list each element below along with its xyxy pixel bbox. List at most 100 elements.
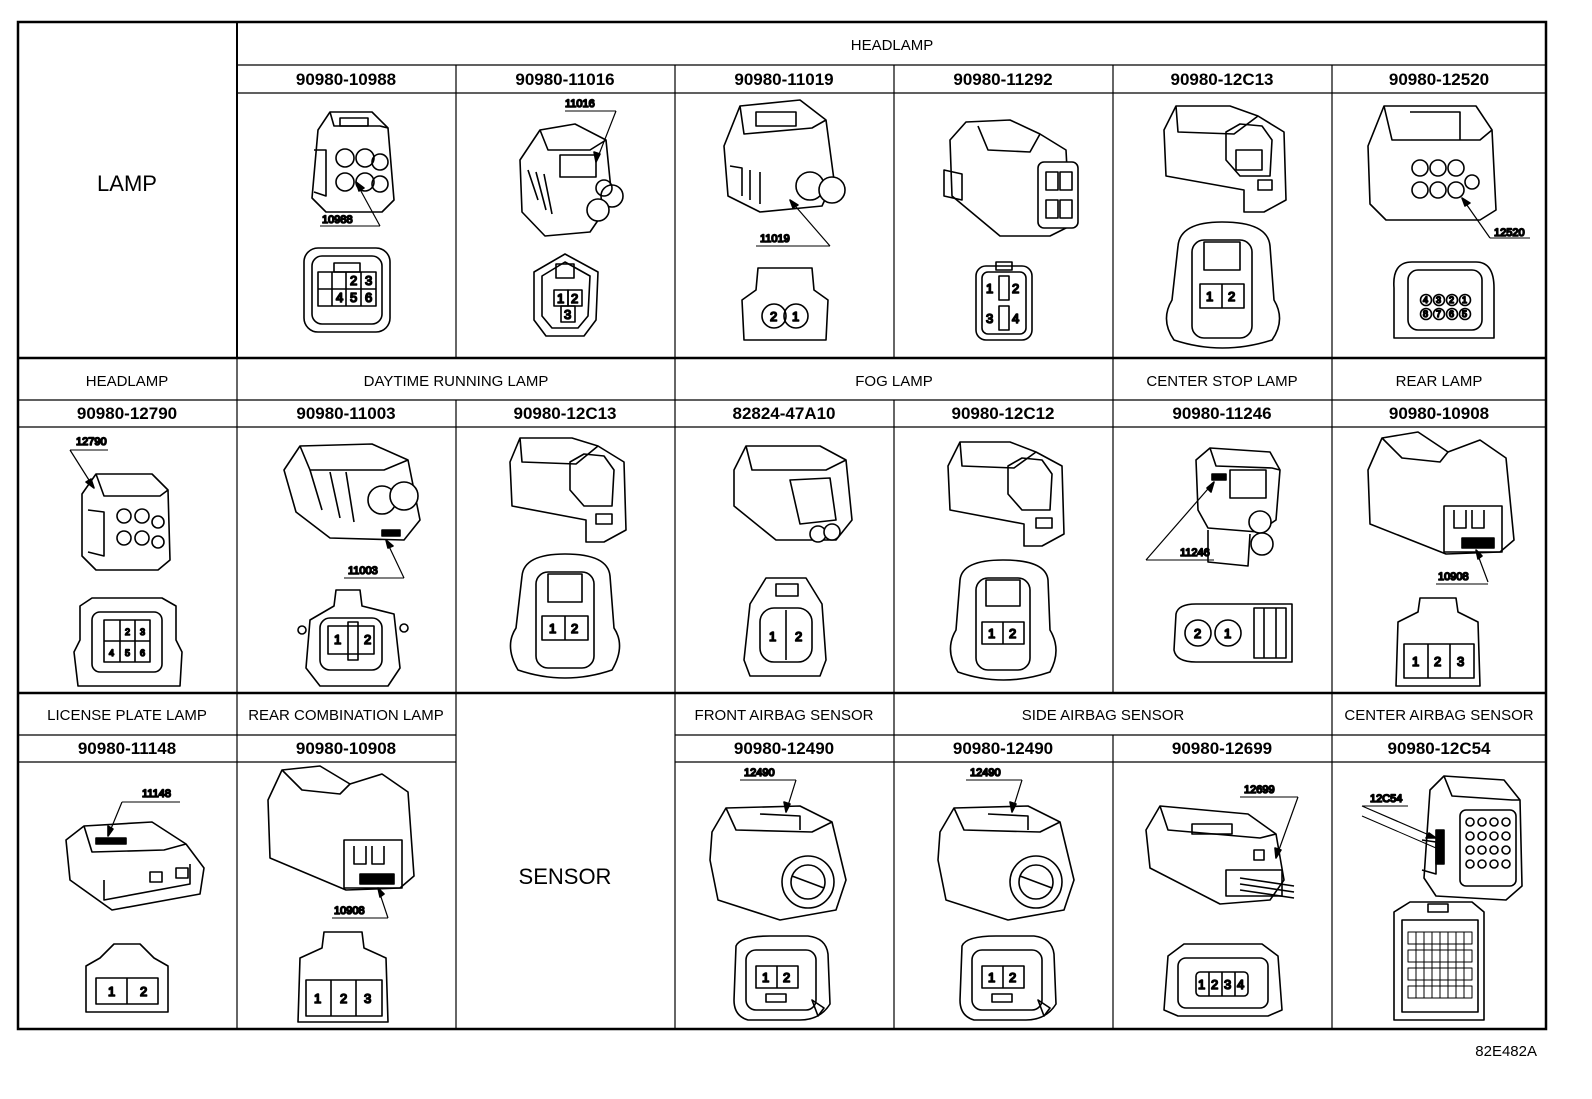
pin-grid — [1465, 817, 1511, 869]
callout-12699: 12699 — [1240, 783, 1299, 859]
callout-11148: 11148 — [107, 787, 180, 837]
pinout-90980-12520: 4 3 2 1 8 7 6 5 — [1393, 261, 1495, 339]
connector-90980-10908-rear-lamp — [1367, 431, 1515, 555]
svg-text:11019: 11019 — [760, 233, 790, 245]
pinout-90980-12C12: 1 2 — [949, 559, 1057, 681]
part-number: 90980-12790 — [77, 404, 177, 423]
pinout-82824-47A10: 1 2 — [743, 577, 827, 677]
svg-text:2: 2 — [571, 291, 578, 306]
svg-text:6: 6 — [1449, 309, 1454, 319]
part-number: 90980-12699 — [1172, 739, 1272, 758]
part-number: 90980-11019 — [734, 70, 833, 89]
svg-text:2: 2 — [364, 632, 371, 647]
svg-text:6: 6 — [365, 290, 372, 305]
part-number: 90980-12490 — [734, 739, 834, 758]
svg-text:5: 5 — [350, 290, 357, 305]
part-number: 90980-11148 — [78, 739, 176, 758]
callout-10988: 10988 — [320, 181, 381, 227]
part-number: 90980-12490 — [953, 739, 1053, 758]
svg-text:10908: 10908 — [1438, 571, 1469, 583]
part-number: 90980-12C12 — [951, 404, 1054, 423]
callout-11246: 11246 — [1145, 481, 1215, 561]
category-rear-lamp: REAR LAMP — [1396, 373, 1483, 390]
svg-text:1: 1 — [986, 281, 993, 296]
connector-90980-12490-side — [937, 805, 1075, 921]
svg-text:1: 1 — [314, 991, 321, 1006]
svg-text:12699: 12699 — [1244, 784, 1275, 796]
svg-text:1: 1 — [988, 970, 995, 985]
svg-text:11148: 11148 — [142, 788, 171, 800]
pinout-90980-11016: 1 2 3 — [533, 253, 599, 337]
svg-text:11003: 11003 — [348, 565, 378, 577]
category-side-airbag-sensor: SIDE AIRBAG SENSOR — [1022, 707, 1185, 724]
callout-12790: 12790 — [69, 435, 108, 489]
category-center-airbag-sensor: CENTER AIRBAG SENSOR — [1344, 707, 1533, 724]
svg-text:2: 2 — [1449, 295, 1454, 305]
pin-matrix — [1407, 931, 1473, 999]
svg-text:3: 3 — [1436, 295, 1441, 305]
part-number: 90980-12C13 — [1170, 70, 1273, 89]
callout-12520: 12520 — [1461, 197, 1530, 240]
connector-90980-11246 — [1195, 447, 1281, 567]
svg-text:2: 2 — [571, 621, 578, 636]
svg-text:2: 2 — [140, 984, 147, 999]
part-number: 90980-12C54 — [1387, 739, 1491, 758]
connector-90980-12C12 — [947, 441, 1065, 547]
pinout-90980-11003: 1 2 — [297, 589, 409, 687]
connector-90980-12520 — [1367, 105, 1497, 221]
pinout-90980-11148: 1 2 — [85, 943, 169, 1013]
pinout-90980-12C54 — [1393, 901, 1485, 1021]
pinout-90980-12490-side: 1 2 — [959, 935, 1057, 1021]
svg-text:2: 2 — [1211, 977, 1218, 992]
callout-11019: 11019 — [756, 199, 831, 247]
group-label-lamp: LAMP — [97, 171, 157, 196]
pinout-90980-12790: 2 3 4 5 6 — [73, 597, 183, 687]
svg-text:2: 2 — [1009, 970, 1016, 985]
svg-text:1: 1 — [549, 621, 556, 636]
pinout-90980-11246: 2 1 — [1173, 603, 1293, 663]
svg-text:4: 4 — [1237, 977, 1244, 992]
svg-text:3: 3 — [365, 273, 372, 288]
pinout-90980-11019: 2 1 — [741, 267, 829, 341]
svg-text:2: 2 — [795, 629, 802, 644]
part-number: 90980-10988 — [296, 70, 396, 89]
pinout-90980-11292: 1 2 3 4 — [975, 261, 1033, 341]
svg-text:3: 3 — [564, 307, 571, 322]
svg-text:11246: 11246 — [1180, 547, 1210, 559]
svg-text:1: 1 — [557, 291, 564, 306]
svg-text:5: 5 — [1462, 309, 1467, 319]
pinout-90980-10908-rear-lamp: 1 2 3 — [1395, 597, 1481, 687]
table-grid — [16, 20, 1548, 1031]
group-label-sensor: SENSOR — [519, 864, 612, 889]
connector-90980-11292 — [943, 119, 1079, 237]
svg-text:12520: 12520 — [1494, 227, 1525, 239]
category-headlamp-2: HEADLAMP — [86, 373, 169, 390]
part-number: 90980-12C13 — [513, 404, 616, 423]
part-number: 90980-11003 — [296, 404, 395, 423]
svg-text:1: 1 — [334, 632, 341, 647]
svg-text:1: 1 — [792, 309, 799, 324]
category-labels: LAMP SENSOR HEADLAMP HEADLAMP DAYTIME RU… — [47, 37, 1534, 889]
svg-text:4: 4 — [1423, 295, 1428, 305]
svg-text:2: 2 — [1009, 626, 1016, 641]
callout-11003: 11003 — [344, 539, 405, 579]
svg-text:4: 4 — [1012, 311, 1019, 326]
callout-12C54: 12C54 — [1361, 792, 1437, 849]
svg-text:2: 2 — [350, 273, 357, 288]
svg-text:2: 2 — [340, 991, 347, 1006]
part-number: 90980-11246 — [1172, 404, 1271, 423]
connector-90980-11003 — [283, 443, 421, 541]
svg-text:10908: 10908 — [334, 905, 365, 917]
svg-text:5: 5 — [125, 648, 130, 658]
svg-text:1: 1 — [1412, 654, 1419, 669]
part-number: 90980-11016 — [515, 70, 614, 89]
category-center-stop-lamp: CENTER STOP LAMP — [1146, 373, 1297, 390]
svg-text:12C54: 12C54 — [1370, 793, 1402, 805]
svg-text:1: 1 — [1224, 626, 1231, 641]
connector-90980-12790 — [81, 473, 171, 571]
part-numbers: 90980-10988 90980-11016 90980-11019 9098… — [77, 70, 1491, 758]
pinout-90980-12C13-drl: 1 2 — [509, 553, 621, 679]
svg-text:2: 2 — [1228, 289, 1235, 304]
drawing-code: 82E482A — [1475, 1043, 1537, 1060]
